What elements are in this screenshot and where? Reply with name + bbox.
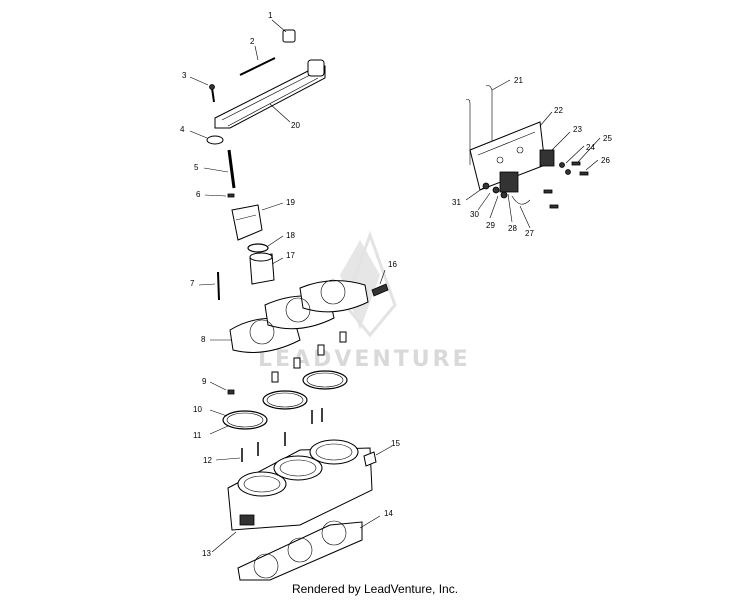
part-24-25-26-fasteners [543,137,601,209]
part-2-rod [239,45,276,76]
part-23-relay [539,131,571,167]
callout-12: 12 [203,456,212,465]
callout-6: 6 [196,190,201,199]
callout-3: 3 [182,71,187,80]
part-6-clip [204,193,235,198]
callout-24: 24 [586,143,595,152]
callout-22: 22 [554,106,563,115]
part-7-stud [198,271,220,301]
part-16-sensor [371,269,389,297]
part-19-valve-body [231,202,284,241]
part-29-30-31-nuts [465,182,508,219]
callout-18: 18 [286,231,295,240]
callout-23: 23 [573,125,582,134]
callout-30: 30 [470,210,479,219]
callout-4: 4 [180,125,185,134]
part-14-base-gasket [237,515,381,581]
part-20-rail [214,59,326,129]
callout-26: 26 [601,156,610,165]
callout-20: 20 [291,121,300,130]
part-17-actuator [249,252,284,285]
callout-16: 16 [388,260,397,269]
part-1-fitting [271,19,296,43]
callout-27: 27 [525,229,534,238]
callout-8: 8 [201,335,206,344]
callout-28: 28 [508,224,517,233]
part-12-studs [215,408,323,462]
callout-21: 21 [514,76,523,85]
part-27-strap [511,195,531,229]
part-9-plug [209,381,235,395]
callout-29: 29 [486,221,495,230]
callout-7: 7 [190,279,195,288]
part-15-cap [363,445,393,467]
callout-13: 13 [202,549,211,558]
part-21-wires [465,79,511,165]
footer-credit: Rendered by LeadVenture, Inc. [291,582,459,596]
part-3-bolt [189,76,215,103]
callout-9: 9 [202,377,207,386]
callout-14: 14 [384,509,393,518]
part-8-cylinder-heads [210,279,369,353]
callout-19: 19 [286,198,295,207]
callout-1: 1 [268,11,273,20]
part-18-o-ring [247,235,284,253]
callout-5: 5 [194,163,199,172]
part-13-cylinder-block [211,439,373,553]
callout-2: 2 [250,37,255,46]
part-4-washer [189,130,224,145]
callout-10: 10 [193,405,202,414]
watermark-text: LEADVENTURE [258,347,471,372]
part-10-11-head-gaskets [209,370,348,435]
head-bolts [271,331,347,383]
callout-31: 31 [452,198,461,207]
callout-17: 17 [286,251,295,260]
part-5-pin [203,149,236,189]
callout-15: 15 [391,439,400,448]
callout-25: 25 [603,134,612,143]
callout-11: 11 [193,431,202,440]
part-28-regulator [499,171,519,223]
